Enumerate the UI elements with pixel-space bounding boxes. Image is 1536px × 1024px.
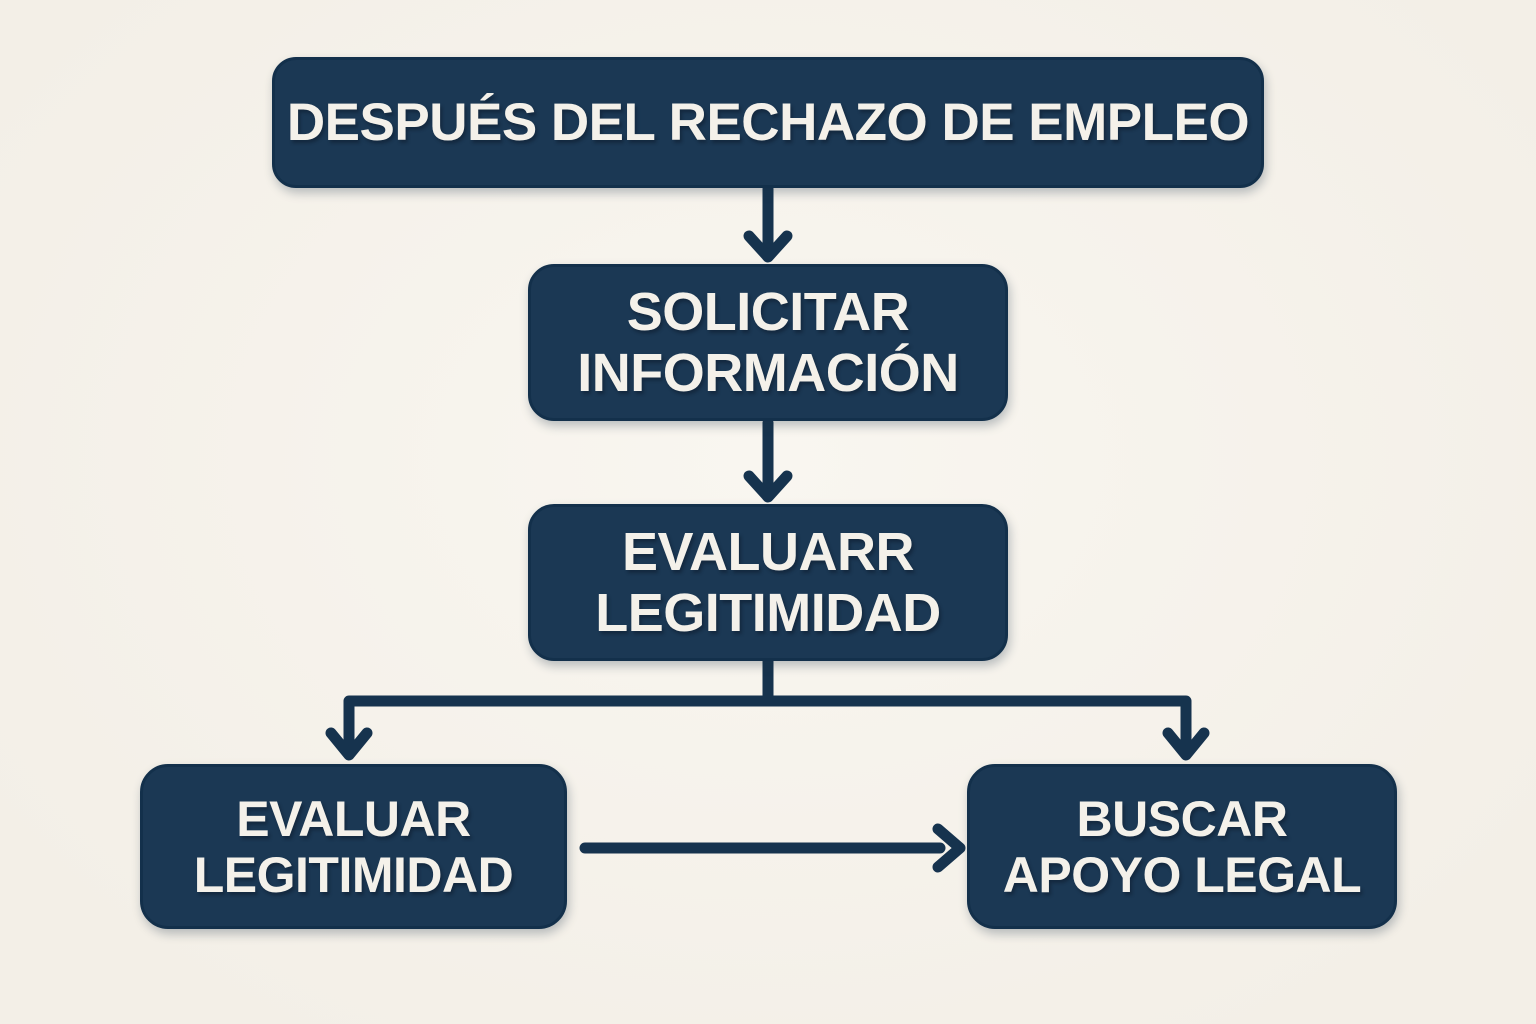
- node-label: APOYO LEGAL: [1002, 846, 1362, 903]
- arrow-head-right-icon: [932, 823, 966, 873]
- node-label: EVALUAR: [236, 790, 471, 847]
- node-label: LEGITIMIDAD: [595, 582, 941, 643]
- arrow-head-down-icon: [743, 470, 793, 503]
- node-despues-del-rechazo-de-empleo: DESPUÉS DEL RECHAZO DE EMPLEO: [272, 57, 1264, 188]
- branch-connector: [325, 655, 1210, 761]
- node-evaluarr-legitimidad: EVALUARR LEGITIMIDAD: [528, 504, 1008, 661]
- arrow-title-to-solicitar: [743, 183, 793, 263]
- arrow-head-down-icon: [325, 727, 373, 761]
- node-label: DESPUÉS DEL RECHAZO DE EMPLEO: [286, 92, 1250, 152]
- node-label: EVALUARR: [622, 522, 915, 583]
- branch-rail: [343, 695, 1192, 750]
- node-buscar-apoyo-legal: BUSCAR APOYO LEGAL: [967, 764, 1397, 929]
- node-evaluar-legitimidad: EVALUAR LEGITIMIDAD: [140, 764, 567, 929]
- node-label: LEGITIMIDAD: [193, 846, 514, 903]
- arrow-head-down-icon: [1162, 727, 1210, 761]
- arrow-evaluar-to-buscar: [579, 823, 966, 873]
- arrow-solicitar-to-evaluarr: [743, 417, 793, 503]
- node-label: BUSCAR: [1076, 790, 1288, 847]
- node-solicitar-informacion: SOLICITAR INFORMACIÓN: [528, 264, 1008, 421]
- node-label: SOLICITAR: [626, 282, 910, 343]
- node-label: INFORMACIÓN: [577, 342, 959, 403]
- arrow-head-down-icon: [743, 230, 793, 263]
